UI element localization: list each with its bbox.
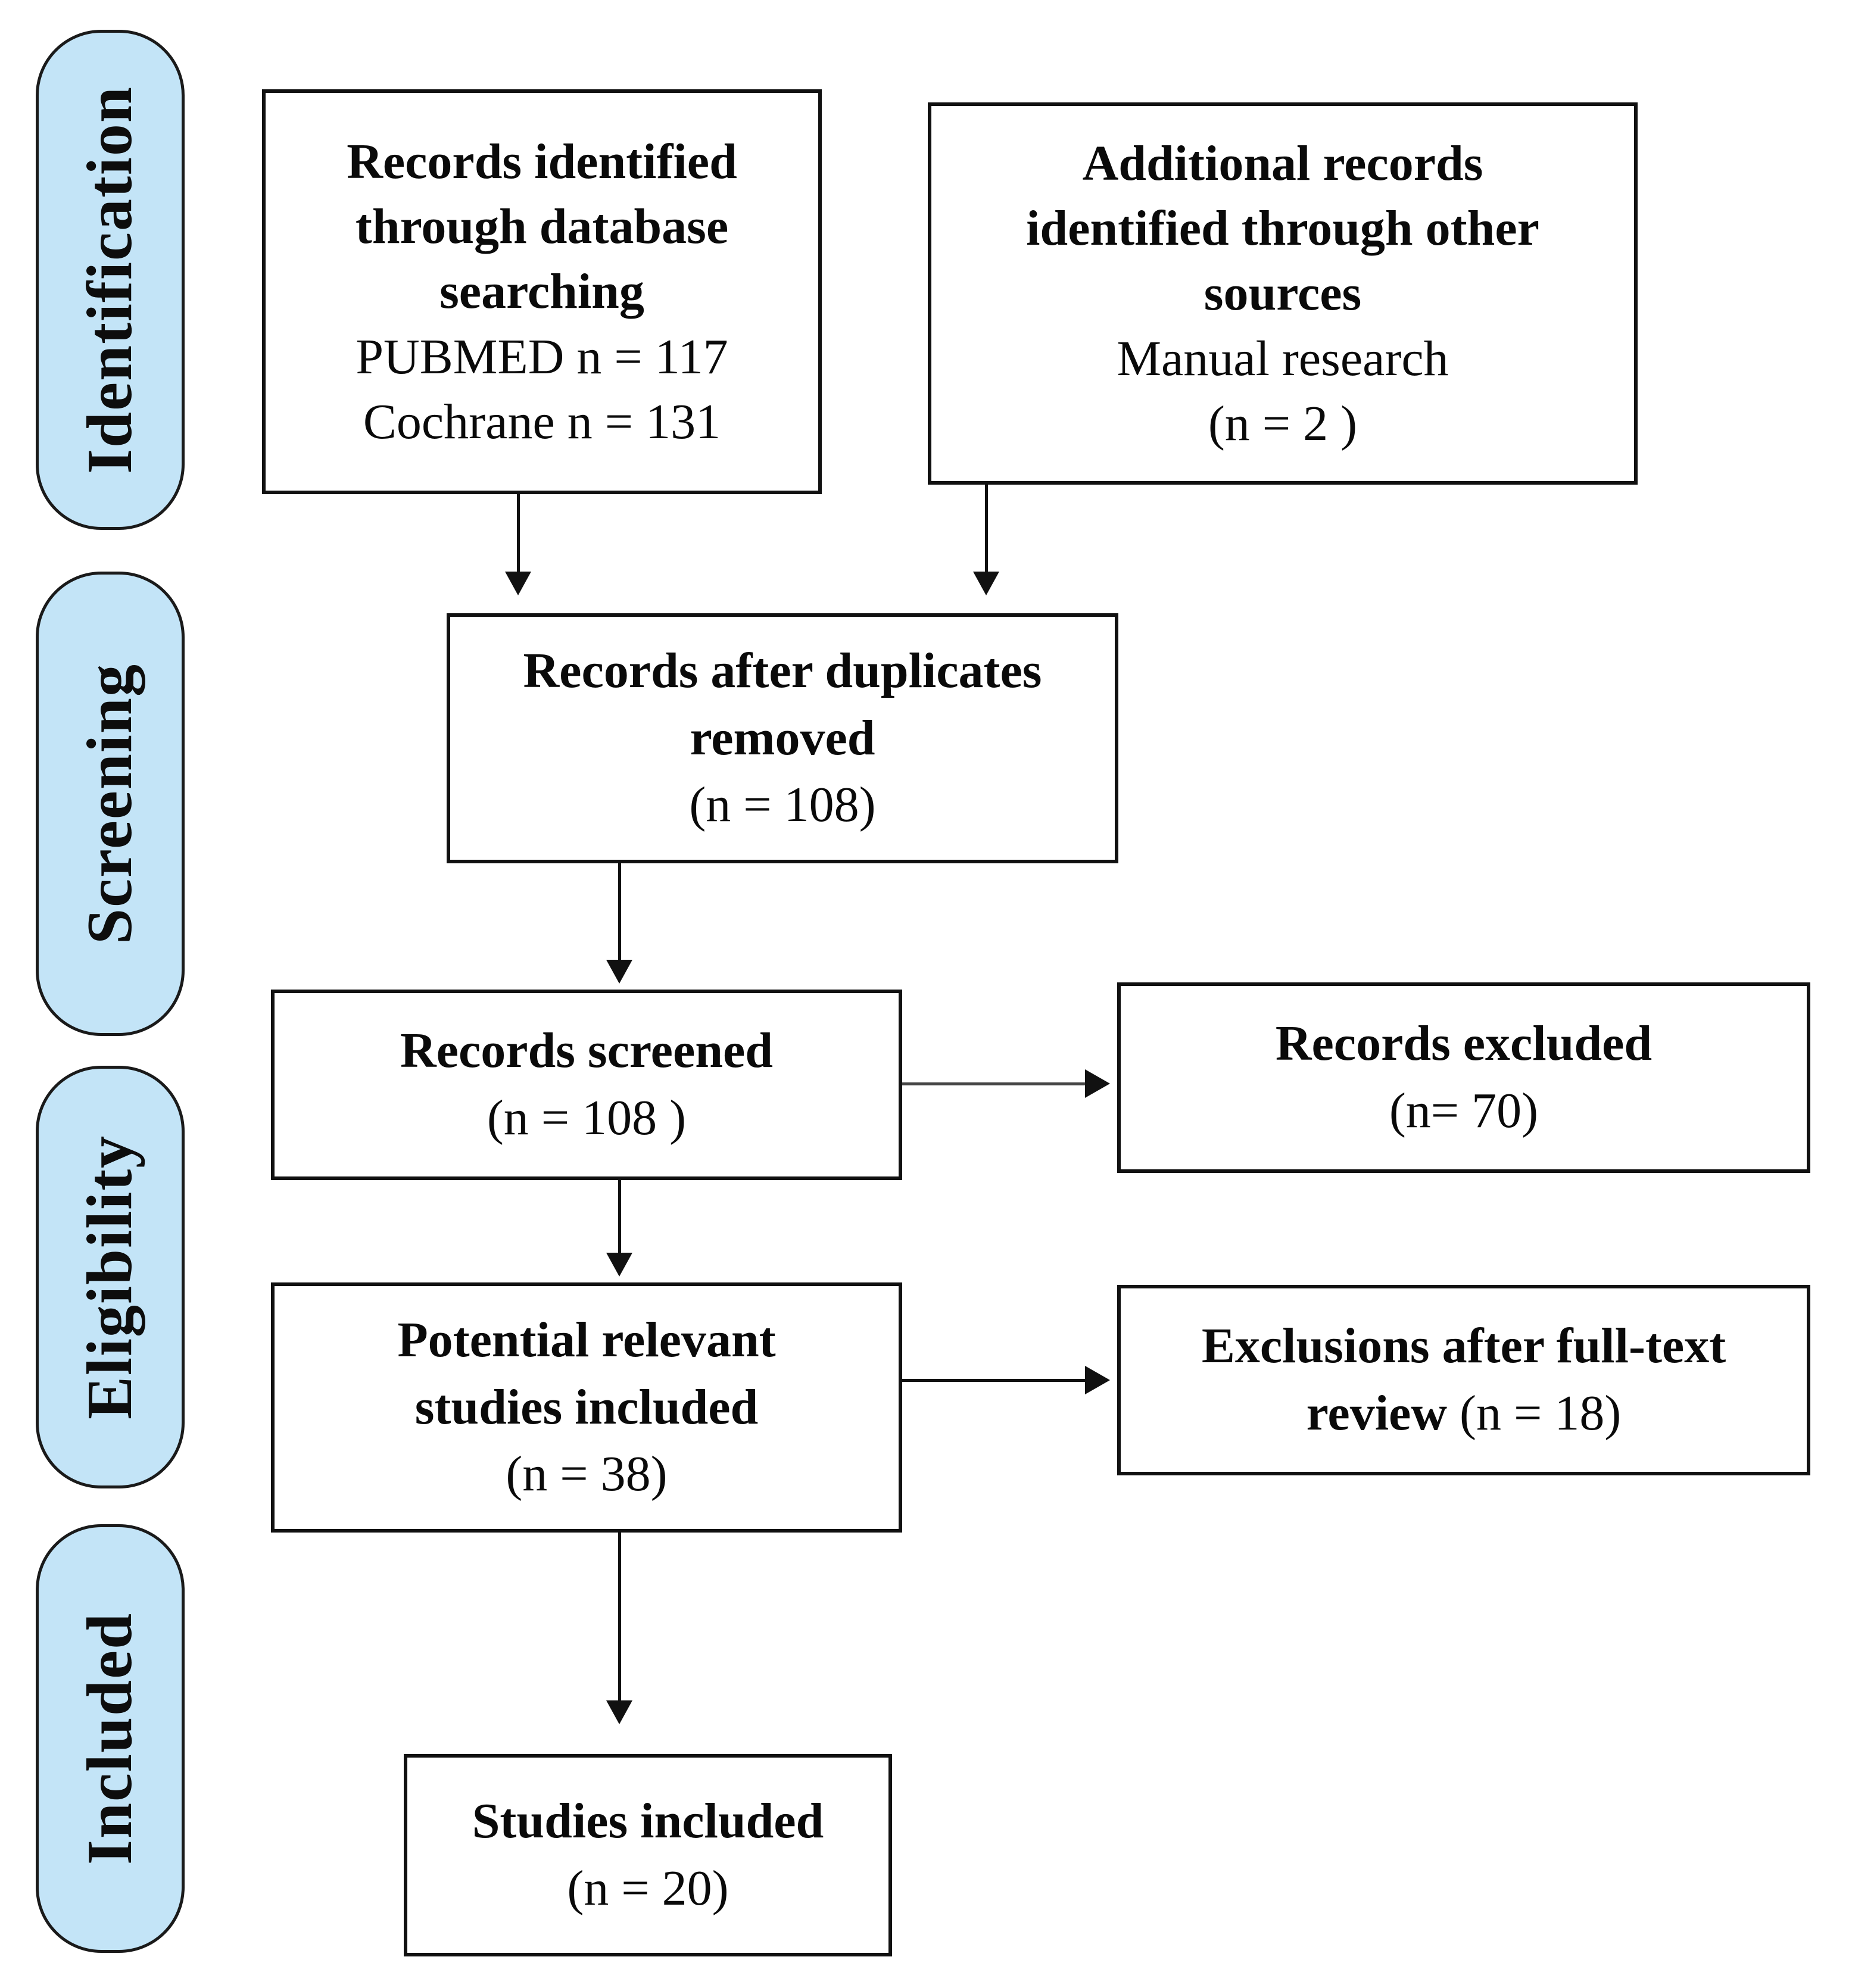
phase-label-included: Included — [74, 1612, 146, 1865]
box-duplicates-removed: Records after duplicates removed (n = 10… — [447, 613, 1118, 863]
phase-pill-eligibility: Eligibility — [36, 1066, 185, 1488]
arrow-head-screened-to-excluded — [1085, 1069, 1110, 1098]
phase-label-screening: Screening — [74, 663, 145, 944]
box-additional-records: Additional records identified through ot… — [928, 102, 1638, 485]
arrow-head-screened-to-potential — [606, 1253, 632, 1277]
phase-pill-included: Included — [36, 1524, 185, 1953]
additional-records-line1: Additional records — [1082, 136, 1483, 192]
additional-records-count: (n = 2 ) — [1208, 395, 1358, 451]
exclusions-fulltext-line1: Exclusions after full-text — [1201, 1318, 1726, 1374]
arrow-shaft-potential-to-exclusions — [902, 1379, 1093, 1382]
exclusions-fulltext-review-word: review — [1306, 1385, 1447, 1441]
duplicates-removed-line2: removed — [690, 710, 875, 766]
duplicates-removed-line1: Records after duplicates — [523, 643, 1042, 699]
potential-relevant-count: (n = 38) — [506, 1446, 668, 1502]
records-identified-pubmed-count: PUBMED n = 117 — [356, 329, 728, 385]
arrow-head-potential-to-exclusions — [1085, 1366, 1110, 1394]
additional-records-source: Manual research — [1117, 330, 1449, 386]
arrow-shaft-screened-to-potential — [618, 1180, 621, 1263]
arrow-shaft-identified-to-duplicates — [517, 494, 520, 582]
studies-included-count: (n = 20) — [567, 1861, 729, 1916]
additional-records-line2: identified through other — [1026, 201, 1539, 257]
records-screened-line1: Records screened — [400, 1023, 773, 1079]
records-identified-line3: searching — [439, 264, 644, 320]
phase-pill-screening: Screening — [36, 572, 185, 1036]
box-records-screened: Records screened (n = 108 ) — [271, 990, 902, 1180]
records-screened-count: (n = 108 ) — [487, 1090, 687, 1146]
exclusions-fulltext-line2: review (n = 18) — [1129, 1380, 1798, 1447]
potential-relevant-line1: Potential relevant — [397, 1312, 776, 1368]
arrow-head-duplicates-to-screened — [606, 960, 632, 984]
exclusions-fulltext-count: (n = 18) — [1460, 1385, 1622, 1441]
arrow-head-additional-to-duplicates — [973, 572, 999, 595]
box-potential-relevant-studies: Potential relevant studies included (n =… — [271, 1282, 902, 1533]
arrow-shaft-screened-to-excluded — [902, 1082, 1093, 1085]
records-excluded-count: (n= 70) — [1389, 1083, 1539, 1138]
studies-included-line1: Studies included — [472, 1793, 824, 1849]
box-records-identified: Records identified through database sear… — [262, 89, 822, 494]
phase-label-identification: Identification — [74, 85, 146, 475]
arrow-shaft-potential-to-studies — [618, 1533, 621, 1711]
arrow-head-potential-to-studies — [606, 1700, 632, 1724]
arrow-shaft-duplicates-to-screened — [618, 863, 621, 970]
phase-label-eligibility: Eligibility — [74, 1134, 146, 1420]
records-identified-cochrane-count: Cochrane n = 131 — [363, 394, 721, 450]
duplicates-removed-count: (n = 108) — [689, 777, 876, 833]
arrow-shaft-additional-to-duplicates — [985, 485, 988, 582]
phase-pill-identification: Identification — [36, 30, 185, 530]
arrow-head-identified-to-duplicates — [505, 572, 531, 595]
box-exclusions-after-fulltext: Exclusions after full-text review (n = 1… — [1117, 1285, 1810, 1475]
box-records-excluded: Records excluded (n= 70) — [1117, 982, 1810, 1173]
records-identified-line1: Records identified — [347, 134, 737, 190]
additional-records-line3: sources — [1204, 266, 1362, 322]
records-identified-line2: through database — [355, 199, 729, 255]
records-excluded-line1: Records excluded — [1275, 1016, 1653, 1072]
box-studies-included: Studies included (n = 20) — [404, 1754, 892, 1956]
potential-relevant-line2: studies included — [414, 1379, 759, 1435]
